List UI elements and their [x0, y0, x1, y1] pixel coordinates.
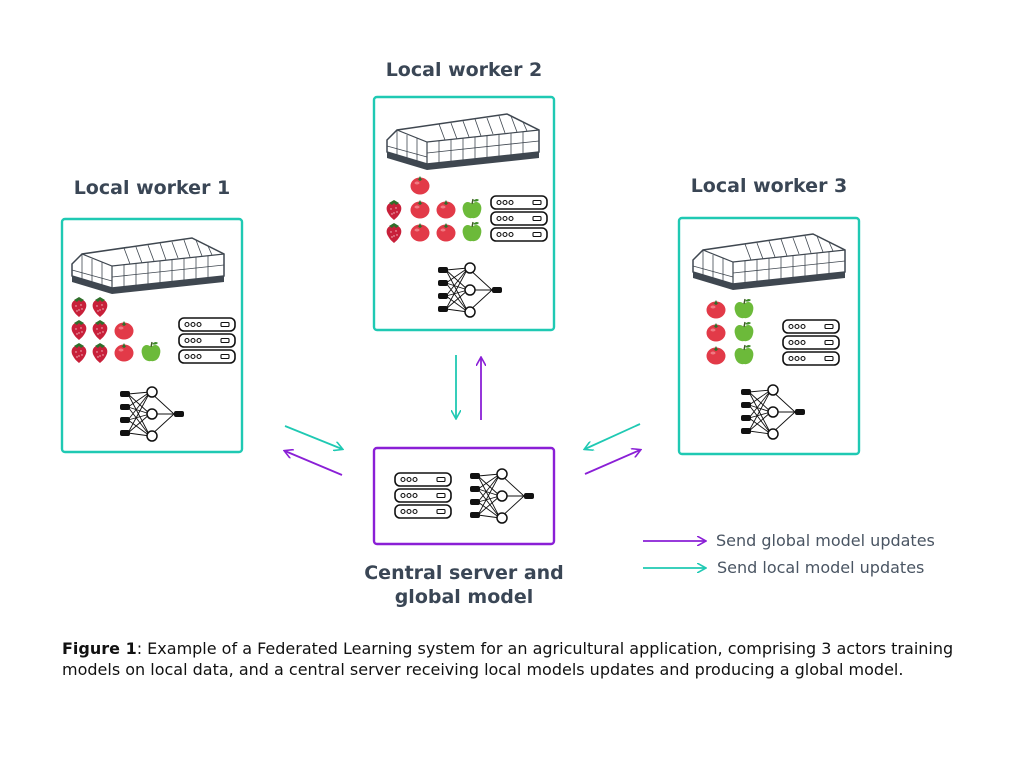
- figure-caption: Figure 1: Example of a Federated Learnin…: [62, 638, 982, 680]
- caption-label: Figure 1: [62, 639, 137, 658]
- global-update-arrow: [584, 450, 640, 475]
- legend-local-label: Send local model updates: [717, 558, 925, 577]
- legend-global-label: Send global model updates: [716, 531, 935, 550]
- server-title: Central server and global model: [344, 561, 584, 609]
- global-update-arrow: [285, 451, 343, 476]
- worker-3-box: [677, 216, 861, 456]
- server-title-line1: Central server and: [364, 562, 564, 584]
- worker-3-title: Local worker 3: [690, 175, 848, 197]
- worker-2-title: Local worker 2: [385, 59, 543, 81]
- central-server-box: [372, 446, 556, 546]
- server-title-line2: global model: [394, 586, 534, 608]
- worker-2-box: [372, 95, 556, 332]
- local-update-arrow: [585, 423, 641, 449]
- server-rack-icon: [782, 319, 840, 366]
- server-rack-icon: [394, 472, 452, 519]
- caption-text: : Example of a Federated Learning system…: [62, 639, 954, 679]
- server-rack-icon: [178, 317, 236, 364]
- local-update-arrow: [284, 425, 342, 449]
- arrows: [284, 355, 641, 476]
- worker-1-title: Local worker 1: [73, 177, 231, 199]
- worker-1-box: [60, 217, 244, 454]
- server-rack-icon: [490, 195, 548, 242]
